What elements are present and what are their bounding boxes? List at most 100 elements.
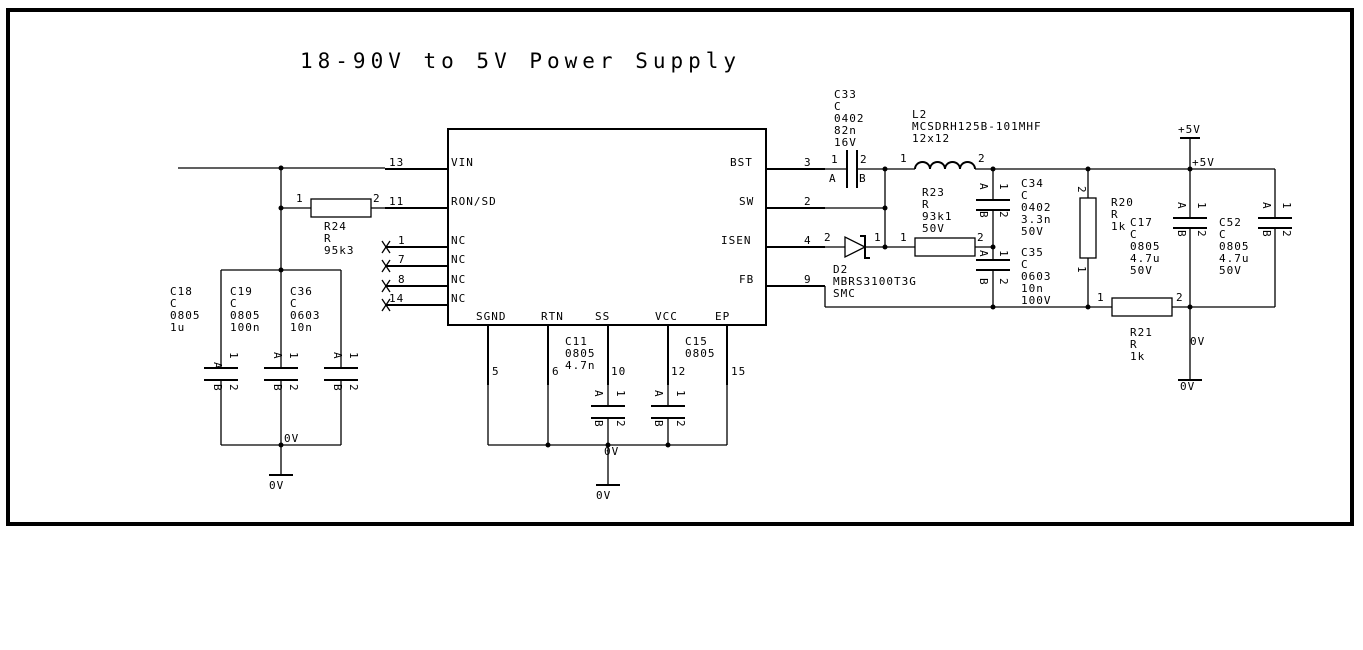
nc-mark (381, 279, 391, 293)
pin-number: 8 (398, 273, 406, 286)
component-package: 0805 (565, 347, 596, 360)
component-package: SMC (833, 287, 856, 300)
pin-name: SS (595, 310, 610, 323)
pin-name: NC (451, 234, 466, 247)
pin-name: ISEN (721, 234, 752, 247)
pin-number: 7 (398, 253, 406, 266)
pin-number: 1 (1097, 291, 1105, 304)
pin-number: 3 (804, 156, 812, 169)
component-ref: R23 (922, 186, 945, 199)
capacitor-c11 (591, 405, 625, 419)
component-value: 4.7u (1130, 252, 1161, 265)
net-label-ground: 0V (1190, 335, 1205, 348)
nc-mark (381, 240, 391, 254)
cap-pin-label: 1 (227, 352, 240, 360)
component-package: 0805 (1219, 240, 1250, 253)
pin-name: SW (739, 195, 754, 208)
net-label-ground: 0V (1180, 380, 1195, 393)
cap-pin-label: B (977, 278, 990, 286)
capacitor-c19 (264, 367, 298, 381)
pin-number: 1 (398, 234, 406, 247)
net-label-ground: 0V (269, 479, 284, 492)
pin-number: 2 (824, 231, 832, 244)
component-type: R (922, 198, 930, 211)
component-package: 0805 (230, 309, 261, 322)
cap-pin-label: 2 (227, 384, 240, 392)
cap-pin-label: 1 (287, 352, 300, 360)
component-ref: C11 (565, 335, 588, 348)
component-package: 0805 (170, 309, 201, 322)
pin-number: 10 (611, 365, 626, 378)
component-voltage: 50V (922, 222, 945, 235)
pin-number: 2 (1176, 291, 1184, 304)
cap-pin-label: B (1175, 230, 1188, 238)
cap-pin-label: 1 (1280, 202, 1293, 210)
component-type: C (230, 297, 238, 310)
component-value: 10n (1021, 282, 1044, 295)
component-type: C (1219, 228, 1227, 241)
component-type: R (1111, 208, 1119, 221)
pin-name: NC (451, 292, 466, 305)
component-type: C (1130, 228, 1138, 241)
component-ref: C52 (1219, 216, 1242, 229)
pin-number: 1 (900, 152, 908, 165)
cap-pin-label: A (1260, 202, 1273, 210)
pin-number: 5 (492, 365, 500, 378)
cap-pin-label: A (211, 362, 224, 370)
component-voltage: 16V (834, 136, 857, 149)
cap-pin-label: 1 (674, 390, 687, 398)
pin-number: 2 (1075, 186, 1088, 194)
diode-d2 (844, 235, 867, 259)
component-value: 1k (1111, 220, 1126, 233)
cap-pin-label: B (331, 384, 344, 392)
component-value: 95k3 (324, 244, 355, 257)
cap-pin-label: A (977, 250, 990, 258)
cap-pin-label: 2 (674, 420, 687, 428)
ic-body (447, 128, 767, 326)
component-ref: C15 (685, 335, 708, 348)
pin-number: 2 (978, 152, 986, 165)
cap-pin-label: A (331, 352, 344, 360)
pin-number: 12 (671, 365, 686, 378)
cap-pin-label: 1 (347, 352, 360, 360)
pin-number: 1 (874, 231, 882, 244)
component-ref: C17 (1130, 216, 1153, 229)
component-ref: C34 (1021, 177, 1044, 190)
pin-number: 2 (977, 231, 985, 244)
regulator-ic: 13 VIN 11 RON/SD 1 NC 7 NC 8 NC 14 NC BS… (381, 128, 825, 385)
component-ref: C36 (290, 285, 313, 298)
nc-mark (381, 259, 391, 273)
component-value: 1k (1130, 350, 1145, 363)
component-value: 1u (170, 321, 185, 334)
component-type: C (290, 297, 298, 310)
pin-name: NC (451, 273, 466, 286)
output-network: C33 C 0402 82n 16V 1 2 A B L2 MCSDRH125B… (824, 88, 1293, 393)
component-value: 82n (834, 124, 857, 137)
cap-pin-label: A (1175, 202, 1188, 210)
net-label-ground: 0V (604, 445, 619, 458)
cap-pin-label: 2 (614, 420, 627, 428)
component-value: 93k1 (922, 210, 953, 223)
component-value: 4.7u (1219, 252, 1250, 265)
cap-pin-label: 2 (1280, 230, 1293, 238)
cap-pin-label: B (1260, 230, 1273, 238)
component-ref: D2 (833, 263, 848, 276)
net-label-supply: +5V (1192, 156, 1215, 169)
component-package: 0805 (685, 347, 716, 360)
sheet-border (6, 8, 1354, 526)
cap-pin-label: 1 (997, 183, 1010, 191)
component-size: 12x12 (912, 132, 950, 145)
component-type: C (170, 297, 178, 310)
cap-pin-label: 1 (614, 390, 627, 398)
cap-pin-label: 1 (1195, 202, 1208, 210)
pin-number: 1 (296, 192, 304, 205)
pin-name: EP (715, 310, 730, 323)
cap-pin-label: A (271, 352, 284, 360)
cap-pin-label: 2 (287, 384, 300, 392)
pin-name: BST (730, 156, 753, 169)
component-voltage: 100V (1021, 294, 1052, 307)
component-type: C (1021, 189, 1029, 202)
pin-number: 14 (389, 292, 404, 305)
component-value: 10n (290, 321, 313, 334)
